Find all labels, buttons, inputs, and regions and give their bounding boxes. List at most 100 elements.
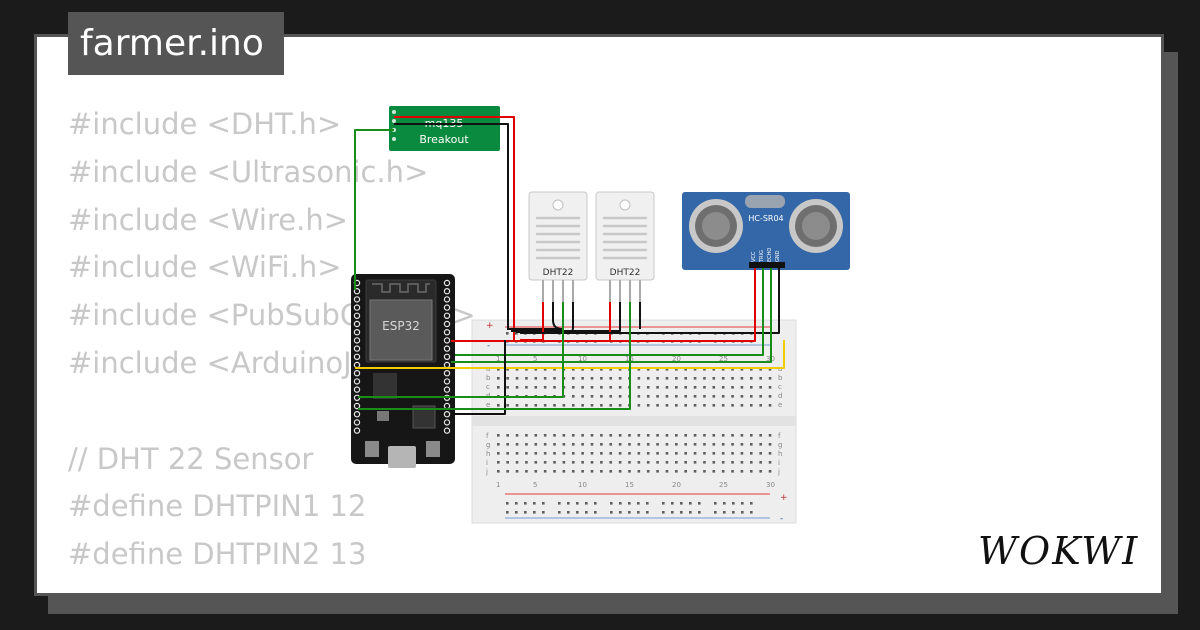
- breadboard-hole: [665, 461, 669, 464]
- breadboard-hole: [759, 470, 762, 473]
- column-number: 30: [766, 481, 775, 489]
- breadboard-hole: [543, 404, 547, 407]
- breadboard-hole: [581, 434, 584, 437]
- breadboard-hole: [497, 443, 500, 446]
- wire-red: [451, 268, 756, 342]
- row-letter: e: [486, 401, 490, 409]
- breadboard-hole: [594, 511, 597, 514]
- breadboard-hole: [637, 395, 641, 398]
- breadboard-hole: [675, 395, 678, 398]
- breadboard-hole: [628, 502, 631, 505]
- breadboard-hole: [543, 443, 547, 446]
- breadboard-hole: [712, 395, 716, 398]
- breadboard-hole: [600, 377, 603, 380]
- pin-label-vcc: VCC: [751, 251, 757, 262]
- breadboard-hole: [515, 377, 519, 380]
- breadboard-hole: [637, 404, 641, 407]
- breadboard-hole: [712, 404, 716, 407]
- breadboard-hole: [543, 434, 547, 437]
- wire-red: [394, 116, 515, 340]
- breadboard-hole: [684, 368, 687, 371]
- breadboard-hole: [571, 377, 575, 380]
- breadboard-hole: [524, 511, 527, 514]
- esp32-pin: [443, 361, 451, 369]
- breadboard-hole: [590, 368, 594, 371]
- breadboard-hole: [759, 386, 762, 389]
- breadboard-hole: [675, 452, 678, 455]
- mq135-subtitle: Breakout: [419, 133, 469, 146]
- breadboard-hole: [646, 377, 650, 380]
- breadboard-hole: [497, 386, 500, 389]
- breadboard-hole: [618, 404, 622, 407]
- breadboard-hole: [581, 395, 584, 398]
- esp32-pin: [353, 386, 361, 393]
- breadboard-hole: [590, 443, 594, 446]
- hc-sr04-sensor: HC-SR04 VCC TRIG ECHO GND: [682, 192, 850, 270]
- breadboard-hole: [646, 434, 650, 437]
- breadboard-hole: [515, 502, 518, 505]
- esp32-pin: [443, 411, 451, 418]
- breadboard-hole: [576, 502, 579, 505]
- breadboard-hole: [759, 434, 762, 437]
- breadboard-hole: [671, 511, 674, 514]
- breadboard-hole: [585, 511, 588, 514]
- breadboard-hole: [693, 395, 697, 398]
- wire-green: [358, 302, 631, 410]
- breadboard-hole: [506, 511, 509, 514]
- breadboard-hole: [609, 461, 613, 464]
- breadboard-minus: -: [780, 514, 783, 524]
- breadboard-hole: [665, 434, 669, 437]
- breadboard-hole: [684, 395, 687, 398]
- breadboard-plus: +: [486, 321, 494, 331]
- esp32-pin: [353, 353, 361, 360]
- breadboard-hole: [506, 386, 509, 389]
- breadboard-hole: [703, 434, 706, 437]
- breadboard-hole: [768, 386, 772, 389]
- breadboard-minus: -: [487, 341, 490, 351]
- breadboard-hole: [581, 470, 584, 473]
- breadboard-hole: [609, 443, 613, 446]
- breadboard-hole: [693, 377, 697, 380]
- breadboard-hole: [749, 461, 753, 464]
- breadboard-hole: [497, 470, 500, 473]
- breadboard-hole: [712, 461, 716, 464]
- breadboard-hole: [618, 434, 622, 437]
- breadboard-hole: [571, 470, 575, 473]
- breadboard-hole: [562, 461, 566, 464]
- esp32-pin: [443, 427, 451, 434]
- breadboard-hole: [759, 461, 762, 464]
- breadboard-hole: [553, 452, 556, 455]
- breadboard-hole: [665, 443, 669, 446]
- breadboard-hole: [637, 511, 640, 514]
- breadboard-hole: [703, 386, 706, 389]
- code-line: #include <Ultrasonic.h>: [68, 154, 429, 189]
- breadboard-hole: [665, 404, 669, 407]
- breadboard-hole: [768, 434, 772, 437]
- breadboard-hole: [534, 377, 538, 380]
- breadboard-hole: [525, 377, 528, 380]
- breadboard-hole: [571, 452, 575, 455]
- wire-yellow: [355, 340, 785, 369]
- breadboard-hole: [749, 386, 753, 389]
- breadboard-hole: [749, 452, 753, 455]
- wire-green: [451, 268, 772, 363]
- breadboard-hole: [684, 386, 687, 389]
- row-letter: g: [778, 441, 782, 449]
- breadboard-hole: [497, 452, 500, 455]
- breadboard-hole: [553, 470, 556, 473]
- breadboard-hole: [703, 404, 706, 407]
- esp32-pin: [443, 419, 451, 426]
- breadboard-hole: [749, 443, 753, 446]
- esp32-pin: [353, 304, 361, 311]
- breadboard-holes: [497, 332, 772, 514]
- breadboard-hole: [590, 434, 594, 437]
- breadboard-hole: [684, 443, 687, 446]
- breadboard-hole: [712, 443, 716, 446]
- breadboard-hole: [656, 452, 659, 455]
- breadboard-hole: [581, 443, 584, 446]
- breadboard-hole: [543, 368, 547, 371]
- esp32-pin: [443, 296, 451, 303]
- breadboard-hole: [600, 368, 603, 371]
- breadboard-hole: [703, 461, 706, 464]
- breadboard-hole: [497, 404, 500, 407]
